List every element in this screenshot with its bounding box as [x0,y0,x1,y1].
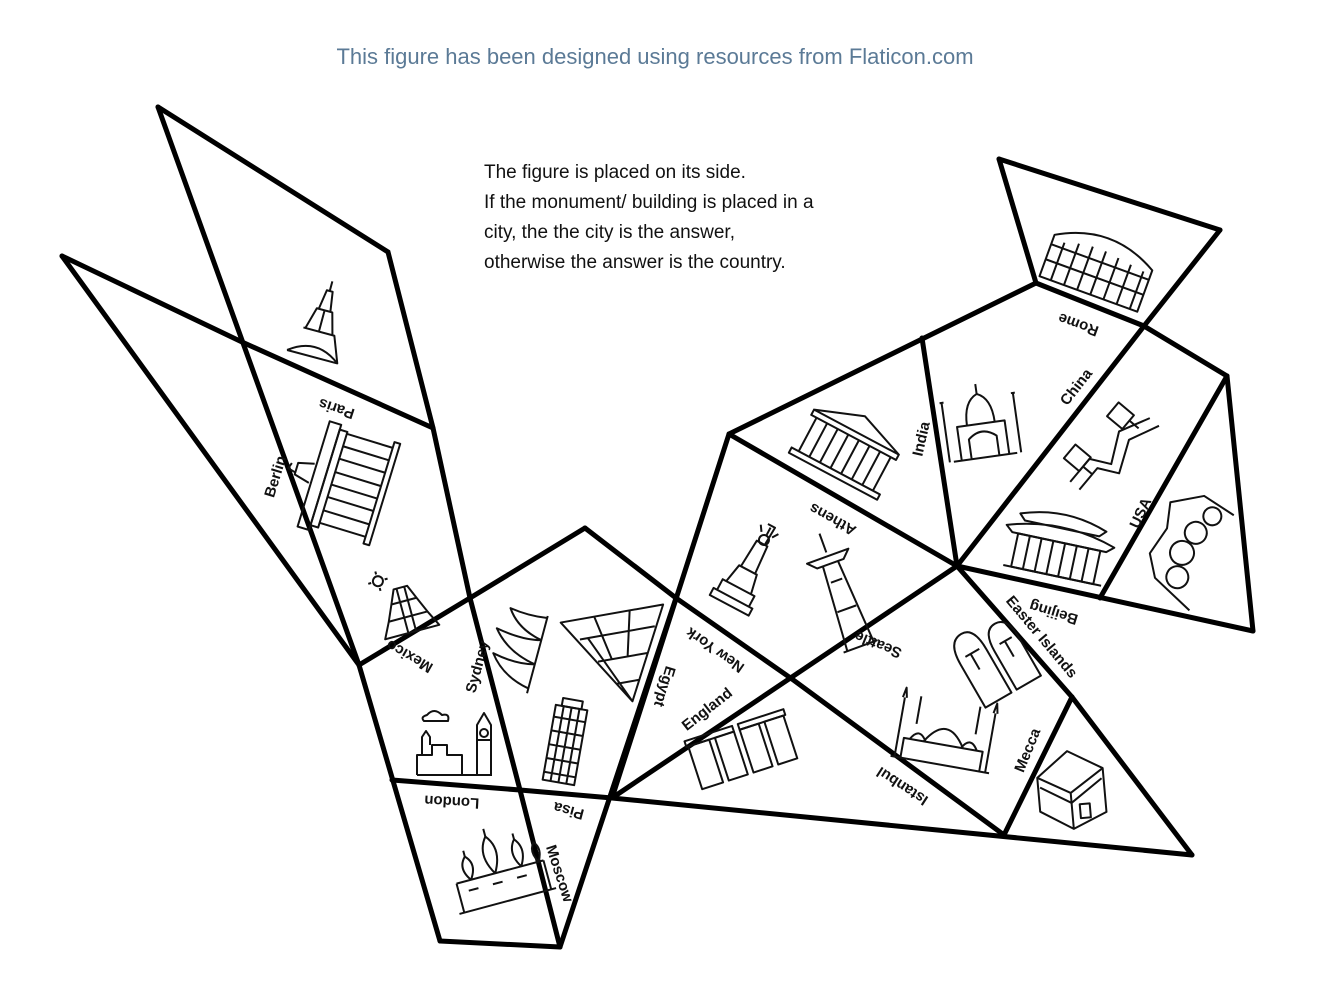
blue-mosque-icon [890,686,999,775]
colosseum-icon [1038,231,1154,313]
credit-text: This figure has been designed using reso… [336,44,974,69]
labels: Paris Berlin Mexico Sydney London Pisa M… [261,309,1155,905]
stonehenge-icon [683,708,799,791]
net-edges [59,104,1256,950]
brandenburg-gate-icon [287,420,402,547]
mount-rushmore-icon [1148,494,1235,612]
opera-house-icon [492,607,549,694]
label-seattle: Seattle [852,627,904,661]
parthenon-icon [787,408,900,501]
leaning-tower-icon [541,696,589,787]
pyramid-icon [559,603,665,703]
kremlin-icon [455,828,557,915]
label-mexico: Mexico [383,636,436,676]
kaaba-icon [1036,750,1108,830]
label-paris: Paris [317,395,357,423]
forbidden-city-icon [1003,511,1116,587]
statue-of-liberty-icon [708,523,779,617]
space-needle-icon [806,533,878,654]
instructions: The figure is placed on its side. If the… [484,158,904,278]
instruction-line: otherwise the answer is the country. [484,252,786,273]
label-london: London [424,792,480,812]
instruction-line: The figure is placed on its side. [484,162,746,183]
label-rome: Rome [1056,309,1101,339]
label-india: India [909,419,934,458]
pyramid-temple-icon [367,571,441,641]
moai-icon [953,620,1042,709]
eiffel-tower-icon [286,281,339,365]
label-istanbul: Istanbul [874,763,931,809]
big-ben-icon [416,710,492,776]
label-china: China [1057,365,1096,409]
instruction-line: city, the the city is the answer, [484,222,735,243]
label-new-york: New York [683,623,748,676]
instruction-line: If the monument/ building is placed in a [484,192,814,213]
label-pisa: Pisa [551,798,586,823]
taj-mahal-icon [939,383,1023,463]
great-wall-icon [1062,401,1160,491]
label-berlin: Berlin [261,454,290,500]
